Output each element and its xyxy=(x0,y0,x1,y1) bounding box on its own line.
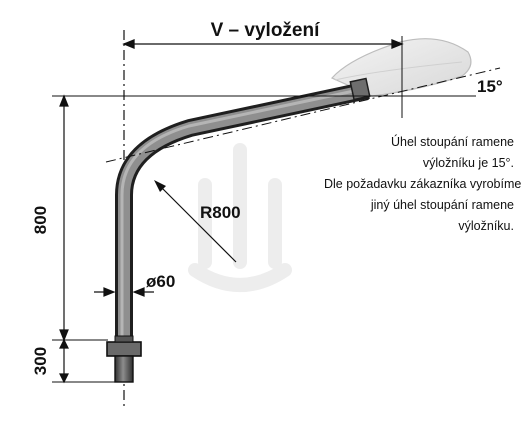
angle-label: 15° xyxy=(477,77,503,96)
radius-label: R800 xyxy=(200,203,241,222)
dimension-800 xyxy=(52,94,108,342)
angle-line xyxy=(105,67,501,163)
angle-note: Úhel stoupání ramene výložníku je 15°. D… xyxy=(324,132,522,237)
note-line: Úhel stoupání ramene xyxy=(391,135,514,149)
dimension-v-label: V – vyložení xyxy=(211,20,320,41)
diameter-dimension xyxy=(94,287,154,297)
note-line: jiný úhel stoupání ramene xyxy=(370,198,514,212)
watermark-logo xyxy=(188,143,292,292)
base-flange xyxy=(106,335,142,383)
radius-pointer xyxy=(157,183,237,263)
pipe-bracket xyxy=(115,77,371,340)
note-line: výložníku je 15°. xyxy=(422,156,514,170)
dimension-300 xyxy=(52,338,116,384)
dimension-v xyxy=(122,36,404,118)
dimension-800-label: 800 xyxy=(31,206,50,234)
diameter-label: ø60 xyxy=(146,272,175,291)
note-line: výložníku. xyxy=(458,219,514,233)
note-line: Dle požadavku zákazníka vyrobíme xyxy=(324,177,522,191)
dimension-300-label: 300 xyxy=(31,347,50,375)
radius-arrow xyxy=(154,180,166,192)
